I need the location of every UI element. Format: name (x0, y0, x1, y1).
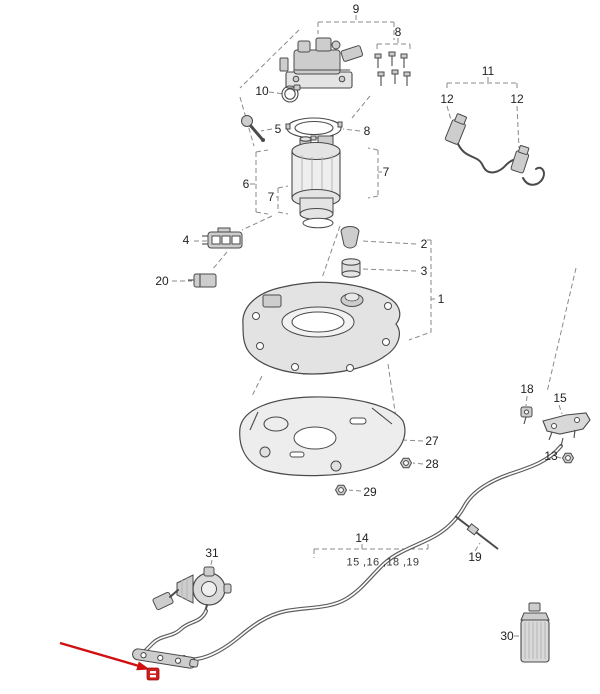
part-18-clip-drawing (520, 406, 533, 425)
part-11-12-harness-drawing (444, 113, 545, 186)
callout-6[interactable]: 6 (242, 177, 250, 191)
callout-20[interactable]: 20 (155, 274, 169, 288)
part-20-connector-drawing (188, 273, 217, 288)
callout-19[interactable]: 19 (468, 550, 482, 564)
callout-12-right[interactable]: 12 (510, 92, 524, 106)
part-6-7-pump-module-drawing (291, 135, 341, 229)
red-arrow (59, 641, 150, 671)
callout-3[interactable]: 3 (420, 264, 428, 278)
callout-14-sublist[interactable]: 15 ,16 ,18 ,19 (346, 556, 420, 569)
callout-14[interactable]: 14 (355, 531, 369, 545)
callout-5[interactable]: 5 (274, 122, 282, 136)
part-8-lock-ring-drawing (285, 117, 343, 141)
part-2-grommet-drawing (340, 226, 360, 249)
part-28-nut-drawing (399, 457, 413, 469)
part-9-control-module-drawing (279, 37, 364, 89)
callout-8-ring[interactable]: 8 (363, 124, 371, 138)
hose-drawing (139, 609, 208, 657)
callout-29[interactable]: 29 (363, 485, 377, 499)
part-31-aux-pump-drawing (152, 566, 232, 613)
callout-27[interactable]: 27 (425, 434, 439, 448)
part-14-fuel-line-drawing (182, 437, 564, 662)
part-bracket-strip-drawing (132, 648, 199, 669)
part-5-sender-drawing (241, 115, 265, 142)
callout-7-left[interactable]: 7 (267, 190, 275, 204)
part-29-nut-drawing (334, 484, 348, 496)
callout-15[interactable]: 15 (553, 391, 567, 405)
part-4-connector-drawing (202, 227, 243, 249)
part-1-flange-plate-drawing (242, 281, 401, 375)
callout-1[interactable]: 1 (437, 292, 445, 306)
part-30-bottle-drawing (520, 602, 550, 663)
callout-28[interactable]: 28 (425, 457, 439, 471)
callout-4[interactable]: 4 (182, 233, 190, 247)
part-8-bolts-drawing (374, 51, 411, 86)
callout-2[interactable]: 2 (420, 237, 428, 251)
part-10-ring-drawing (281, 84, 301, 103)
callout-30[interactable]: 30 (500, 629, 514, 643)
callout-11[interactable]: 11 (481, 64, 495, 78)
part-15-bracket-drawing (542, 412, 591, 441)
callout-10[interactable]: 10 (255, 84, 269, 98)
callout-31[interactable]: 31 (205, 546, 219, 560)
callout-13[interactable]: 13 (544, 449, 558, 463)
callout-18[interactable]: 18 (520, 382, 534, 396)
callout-8-bolts[interactable]: 8 (394, 25, 402, 39)
callout-7-right[interactable]: 7 (382, 165, 390, 179)
part-13-nut-drawing (561, 452, 575, 464)
part-3-cup-drawing (341, 258, 361, 278)
part-19-cable-tie-drawing (454, 515, 499, 550)
callout-9[interactable]: 9 (352, 2, 360, 16)
callout-12-left[interactable]: 12 (440, 92, 454, 106)
red-marker-icon (146, 667, 160, 681)
part-27-shield-plate-drawing (239, 396, 406, 477)
